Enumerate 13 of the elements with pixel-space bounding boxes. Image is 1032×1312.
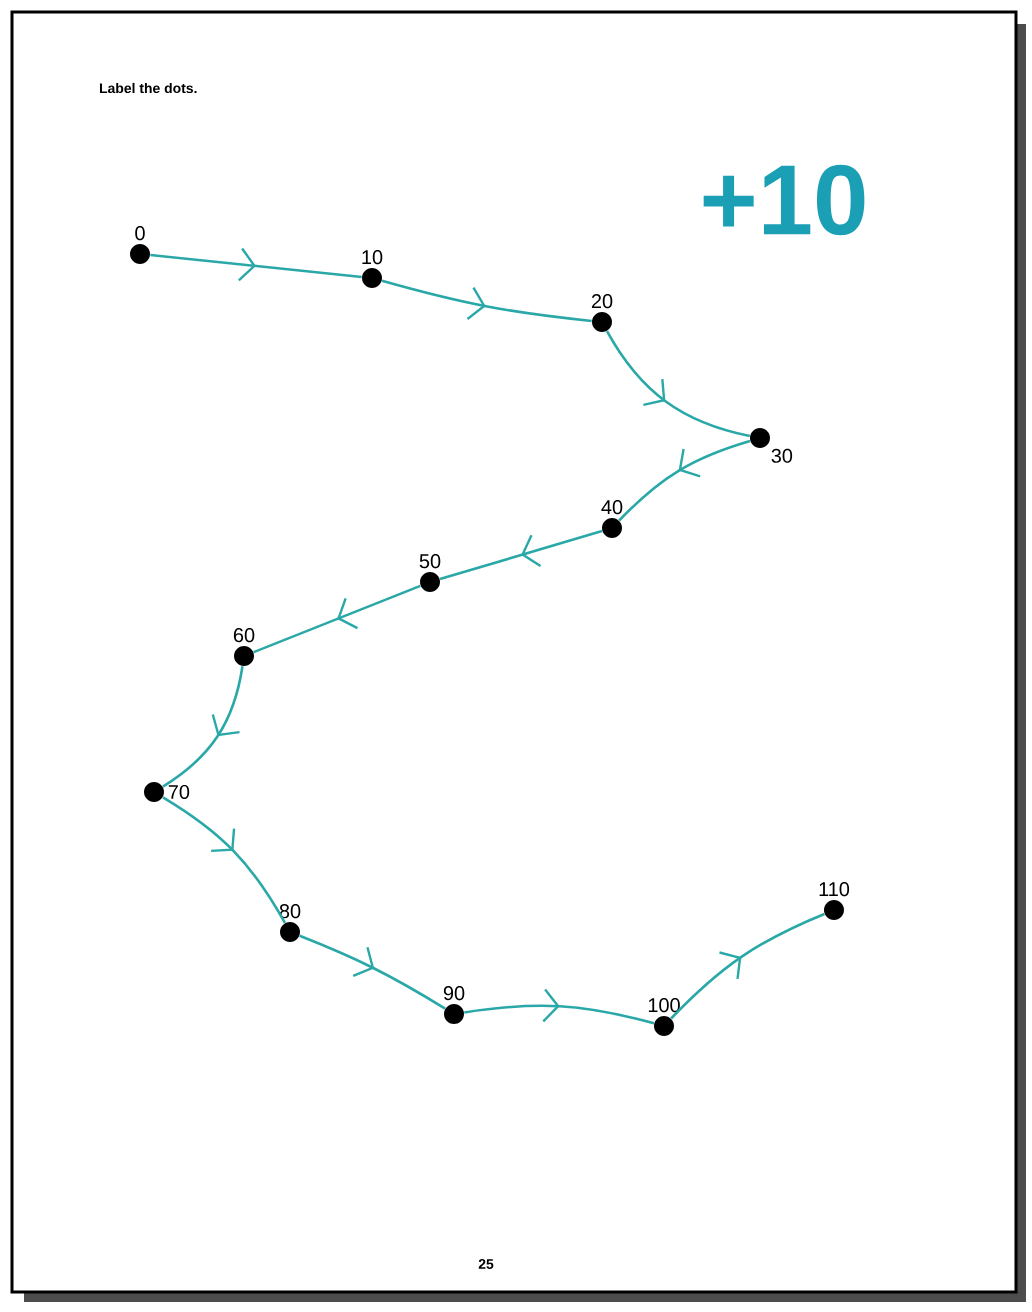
node-label: 40 <box>601 500 623 515</box>
node-label: 20 <box>591 294 613 309</box>
node-label: 0 <box>135 226 145 241</box>
node-label: 110 <box>819 882 850 897</box>
node-label: 70 <box>168 784 190 800</box>
big-label: +10 <box>703 164 865 236</box>
node-label: 50 <box>419 554 441 569</box>
node-label: 100 <box>648 998 680 1013</box>
node-label: 80 <box>279 904 301 919</box>
node-label: 90 <box>443 986 465 1001</box>
node-label: 60 <box>233 628 255 643</box>
node-label: 10 <box>362 250 383 265</box>
node-label: 30 <box>771 448 793 463</box>
